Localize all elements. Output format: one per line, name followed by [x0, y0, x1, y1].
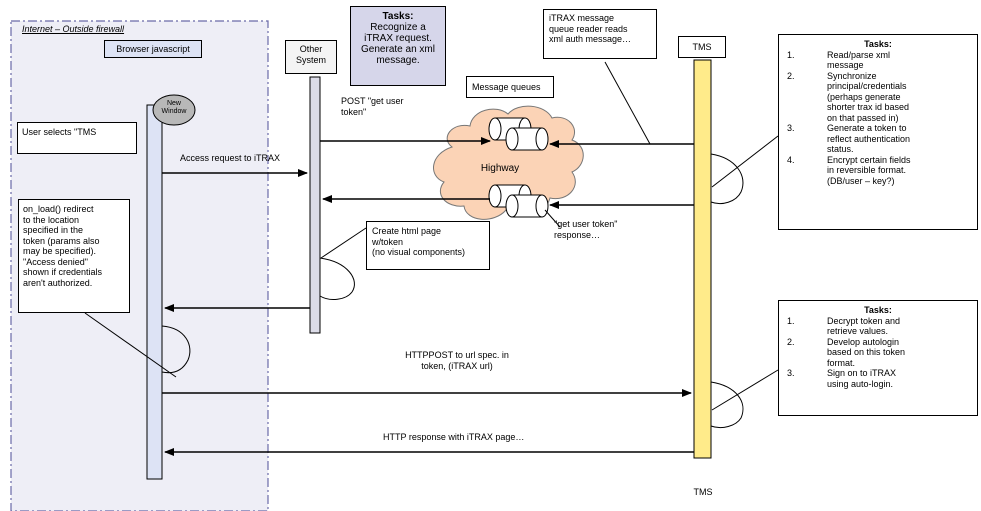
tms-lifeline [693, 59, 712, 459]
tasks-top-title: Tasks: [864, 39, 892, 49]
http-response-label: HTTP response with iTRAX page… [383, 432, 525, 442]
self-call-browser [161, 325, 191, 374]
tms-bottom-label: TMS [693, 487, 713, 497]
browser-javascript-label: Browser javascript [104, 40, 202, 58]
onload-note: on_load() redirect to the location speci… [18, 199, 130, 313]
connector-tasks-top [711, 135, 779, 188]
connector-response-note [544, 209, 561, 228]
queue-cylinder-top [488, 117, 549, 151]
connector-tasks-bottom [711, 369, 779, 411]
tasks-bottom-item: 2.Develop autologin based on this token … [787, 336, 906, 368]
httppost-label: HTTPPOST to url spec. in token, (iTRAX u… [405, 350, 509, 371]
create-html-note: Create html page w/token (no visual comp… [366, 221, 490, 270]
self-call-other-system [319, 257, 355, 300]
access-request-label: Access request to iTRAX [180, 153, 281, 163]
message-queues-label: Message queues [466, 76, 554, 98]
internet-zone-label: Internet – Outside firewall [22, 24, 125, 34]
get-token-response-label: "get user token" response… [554, 219, 618, 240]
connector-onload [84, 312, 177, 378]
queue-cylinder-bottom [488, 184, 549, 218]
tasks-other-system: Tasks: Recognize a iTRAX request. Genera… [350, 6, 446, 86]
tasks-tms-bottom: Tasks: 1.Decrypt token and retrieve valu… [778, 300, 978, 416]
connector-create-html [320, 227, 367, 259]
other-system-lifeline [309, 76, 321, 334]
user-selects-note: User selects "TMS [17, 122, 137, 154]
tms-top-label: TMS [678, 36, 726, 58]
itrax-queue-reader-note: iTRAX message queue reader reads xml aut… [543, 9, 657, 59]
tasks-top-item: 2.Synchronize principal/credentials (per… [787, 70, 910, 123]
new-window-label: New Window [161, 100, 187, 115]
post-get-token-label: POST "get user token" [341, 96, 404, 117]
browser-lifeline [146, 104, 163, 480]
new-window-oval [152, 94, 196, 126]
tasks-other-title: Tasks: [382, 11, 414, 22]
other-system-label: Other System [285, 40, 337, 74]
tasks-bottom-item: 1.Decrypt token and retrieve values. [787, 315, 901, 337]
self-call-tms-top [710, 153, 744, 205]
connector-queue-note [604, 61, 651, 145]
tasks-top-item: 4.Encrypt certain fields in reversible f… [787, 154, 911, 186]
tasks-bottom-title: Tasks: [864, 305, 892, 315]
tasks-tms-top: Tasks: 1.Read/parse xml message 2.Synchr… [778, 34, 978, 230]
tasks-bottom-item: 3.Sign on to iTRAX using auto-login. [787, 368, 897, 389]
highway-label: Highway [480, 163, 520, 174]
tasks-top-item: 1.Read/parse xml message [787, 49, 891, 71]
tasks-top-item: 3.Generate a token to reflect authentica… [787, 123, 911, 154]
self-call-tms-bottom [710, 381, 744, 429]
tasks-other-text: Recognize a iTRAX request. Generate an x… [361, 22, 435, 66]
